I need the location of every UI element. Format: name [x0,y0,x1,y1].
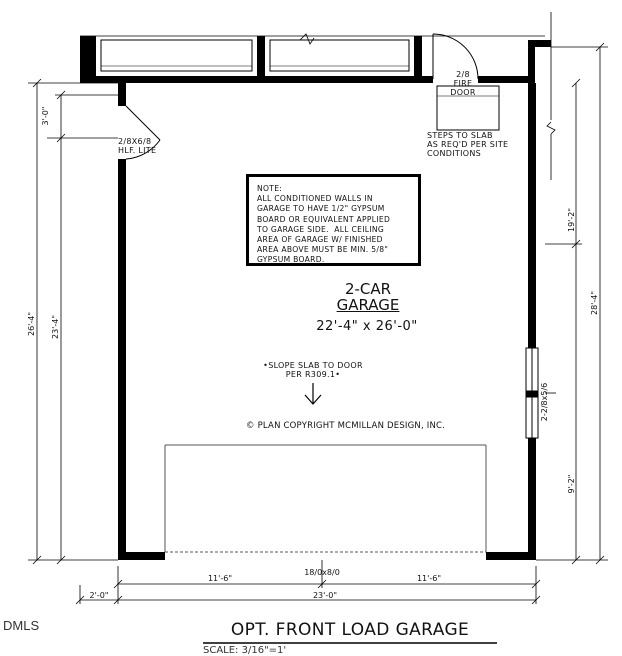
dim-right-top: 19'-2" [567,208,576,232]
garage-door [164,444,487,553]
note-body: ALL CONDITIONED WALLS IN GARAGE TO HAVE … [257,194,391,265]
label-copyright: © PLAN COPYRIGHT MCMILLAN DESIGN, INC. [246,421,446,431]
label-slope: •SLOPE SLAB TO DOOR PER R309.1• [263,361,363,379]
fire-door [432,33,500,131]
dim-right-outer: 28'-4" [590,291,599,315]
room-name-line2: GARAGE [336,296,400,314]
upper-rooms [80,33,551,83]
label-right-window: 2-2/8x5/6 [540,383,549,421]
slope-arrow-icon [304,383,322,405]
note-title: NOTE: [257,184,283,193]
dim-bottom-left-offset: 2'-0" [89,591,109,600]
dim-left-top: 3'-0" [41,107,50,126]
right-window [525,347,539,439]
garage-walls [118,83,536,560]
note-box: NOTE: ALL CONDITIONED WALLS IN GARAGE TO… [246,174,421,266]
dim-left-outer: 26'-4" [27,312,36,336]
dim-right-bottom: 9'-2" [567,475,576,494]
dim-bottom-left-half: 11'-6" [207,574,233,583]
dim-bottom-right-half: 11'-6" [416,574,442,583]
watermark: DMLS [3,618,40,633]
label-garage-door: 18/0x8/0 [304,568,340,577]
sheet-title: OPT. FRONT LOAD GARAGE [230,620,470,640]
label-fire-door: 2/8 FIRE DOOR [450,70,476,97]
sheet-scale: SCALE: 3/16"=1' [203,645,287,656]
bottom-dimensions [75,560,541,605]
label-steps: STEPS TO SLAB AS REQ'D PER SITE CONDITIO… [427,131,509,158]
dim-left-inner: 23'-4" [51,315,60,339]
room-name-line1: 2-CAR [344,280,392,298]
left-dimensions [28,78,126,565]
dim-bottom-total: 23'-0" [312,591,338,600]
right-dimensions [536,12,608,565]
label-side-door: 2/8x6/8 HLF. LITE [118,137,157,155]
side-door [125,105,161,160]
room-size: 22'-4" x 26'-0" [316,319,418,334]
